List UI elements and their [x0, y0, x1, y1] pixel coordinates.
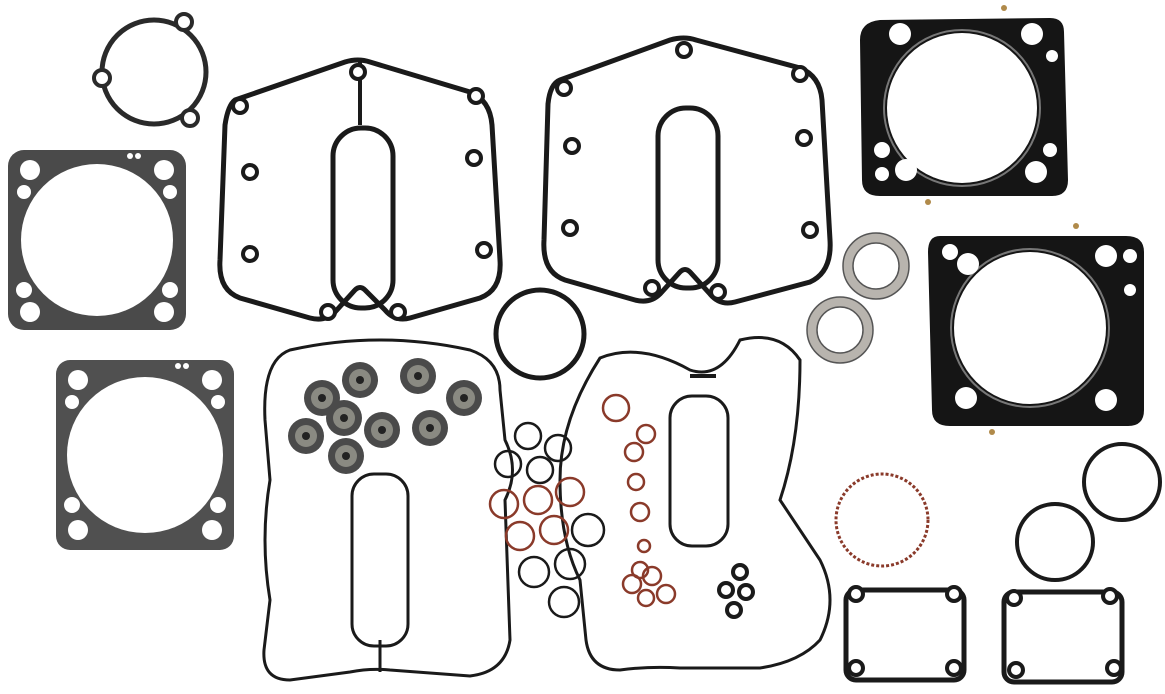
large-o-ring [493, 287, 587, 381]
o-ring-right-upper [1082, 442, 1162, 522]
copper-seal-ring [834, 472, 930, 568]
small-rectangular-gasket-1 [843, 585, 967, 683]
head-gasket-top [860, 5, 1068, 205]
rocker-cover-gasket-left [217, 57, 503, 322]
exhaust-gasket-ring-2 [806, 296, 874, 364]
o-ring-right-lower [1015, 502, 1095, 582]
cylinder-base-gasket-bottom [56, 360, 234, 550]
small-cover-gasket [92, 12, 209, 128]
valve-stem-seals [288, 358, 482, 474]
small-o-rings [488, 393, 755, 619]
rocker-cover-gasket-right [541, 35, 833, 306]
lifter-cover-gasket-right [558, 336, 832, 672]
cylinder-base-gasket-top [8, 150, 186, 330]
small-rectangular-gasket-2 [1001, 587, 1125, 685]
lifter-cover-gasket-left [262, 338, 514, 682]
head-gasket-bottom [928, 223, 1144, 435]
exhaust-gasket-ring-1 [842, 232, 910, 300]
